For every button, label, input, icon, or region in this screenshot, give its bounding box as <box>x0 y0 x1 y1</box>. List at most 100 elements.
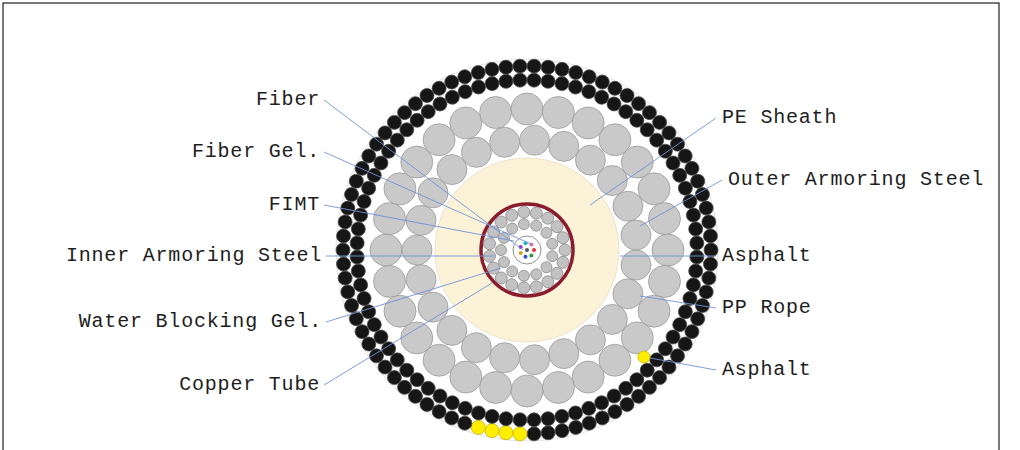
outer-armoring-steel-wire <box>374 265 406 297</box>
black-armor-wire <box>595 75 609 89</box>
black-armor-wire <box>354 278 368 292</box>
frame <box>3 3 999 450</box>
inner-armoring-steel-wire <box>495 216 507 228</box>
inner-armoring-steel-wire <box>507 266 518 277</box>
black-armor-wire <box>338 215 352 229</box>
outer-armoring-steel-wire <box>402 235 432 265</box>
outer-armoring-steel-wire <box>520 345 550 375</box>
black-armor-wire <box>555 77 569 91</box>
inner-armoring-steel-wire <box>531 220 542 231</box>
outer-armoring-steel-wire <box>652 234 684 266</box>
outer-armoring-steel-wire <box>374 203 406 235</box>
black-armor-wire <box>345 187 359 201</box>
black-armor-wire <box>673 318 687 332</box>
black-armor-wire <box>595 90 609 104</box>
black-armor-wire <box>690 236 704 250</box>
black-armor-wire <box>703 229 717 243</box>
black-armor-wire <box>355 161 369 175</box>
cable-cross-section <box>336 59 718 441</box>
outer-armoring-steel-wire <box>542 371 574 403</box>
inner-armoring-steel-wire <box>506 209 518 221</box>
black-armor-wire <box>471 420 485 434</box>
outer-armoring-steel-wire <box>542 97 574 129</box>
black-armor-wire <box>569 66 583 80</box>
leader-line <box>326 256 494 257</box>
outer-armoring-steel-wire <box>572 107 604 139</box>
black-armor-wire <box>499 74 513 88</box>
inner-armoring-steel-wire <box>496 245 507 256</box>
black-armor-wire <box>374 330 388 344</box>
part-label: Outer Armoring Steel <box>728 168 984 192</box>
outer-armoring-steel-wire <box>597 166 627 196</box>
outer-armoring-steel-wire <box>437 155 467 185</box>
black-armor-wire <box>362 149 376 163</box>
inner-armoring-steel-wire <box>484 238 496 250</box>
black-armor-wire <box>341 201 355 215</box>
outer-armoring-steel-wire <box>423 124 455 156</box>
black-armor-wire <box>695 187 709 201</box>
outer-armoring-steel-wire <box>480 97 512 129</box>
black-armor-wire <box>699 285 713 299</box>
black-armor-wire <box>678 305 692 319</box>
outer-armoring-steel-wire <box>406 265 436 295</box>
optical-fiber <box>519 251 523 255</box>
leader-line <box>324 283 492 385</box>
inner-armoring-steel-wire <box>559 244 571 256</box>
part-label: Asphalt <box>722 244 812 268</box>
outer-armoring-steel-wire <box>575 325 605 355</box>
black-armor-wire <box>374 156 388 170</box>
black-armor-wire <box>608 405 622 419</box>
black-armor-wire <box>541 426 555 440</box>
black-armor-wire <box>527 413 541 427</box>
black-armor-wire <box>445 411 459 425</box>
part-label: Water Blocking Gel. <box>79 310 322 334</box>
black-armor-wire <box>485 77 499 91</box>
black-armor-wire <box>582 401 596 415</box>
inner-armoring-steel-wire <box>541 227 552 238</box>
black-armor-wire <box>608 81 622 95</box>
black-armor-wire <box>686 278 700 292</box>
inner-armoring-steel-wire <box>547 238 558 249</box>
black-armor-wire <box>432 405 446 419</box>
black-armor-wire <box>485 62 499 76</box>
black-armor-wire <box>666 156 680 170</box>
outer-armoring-steel-wire <box>450 361 482 393</box>
fimt-tube <box>513 236 541 264</box>
black-armor-wire <box>471 66 485 80</box>
black-armor-wire <box>421 105 435 119</box>
black-armor-wire <box>690 250 704 264</box>
black-armor-wire <box>351 264 365 278</box>
leader-line <box>620 256 716 257</box>
black-armor-wire <box>513 427 527 441</box>
black-armor-wire <box>420 89 434 103</box>
outer-armoring-steel-wire <box>599 344 631 376</box>
black-armor-wire <box>582 85 596 99</box>
inner-armoring-steel-wire <box>542 276 554 288</box>
black-armor-wire <box>527 73 541 87</box>
black-armor-wire <box>357 194 371 208</box>
black-armor-wire <box>702 271 716 285</box>
black-armor-wire <box>541 60 555 74</box>
black-armor-wire <box>350 236 364 250</box>
leader-line <box>324 205 514 241</box>
black-armor-wire <box>445 90 459 104</box>
optical-fiber <box>529 253 533 257</box>
black-armor-wire <box>341 285 355 299</box>
black-armor-wire <box>541 74 555 88</box>
leader-line <box>590 118 716 205</box>
black-armor-wire <box>704 243 718 257</box>
black-armor-wire <box>527 427 541 441</box>
outer-armoring-steel-wire <box>549 131 579 161</box>
black-armor-wire <box>569 420 583 434</box>
part-label: Copper Tube <box>179 373 320 397</box>
inner-armoring-steel-wire <box>542 212 554 224</box>
black-armor-wire <box>555 424 569 438</box>
leader-line <box>326 268 501 322</box>
outer-armoring-steel-wire <box>621 250 651 280</box>
black-armor-wire <box>673 168 687 182</box>
black-armor-wire <box>349 174 363 188</box>
leader-lines <box>324 100 722 385</box>
black-armor-wire <box>582 70 596 84</box>
outer-armoring-steel-wire <box>490 127 520 157</box>
inner-armoring-steel-wire <box>551 267 563 279</box>
